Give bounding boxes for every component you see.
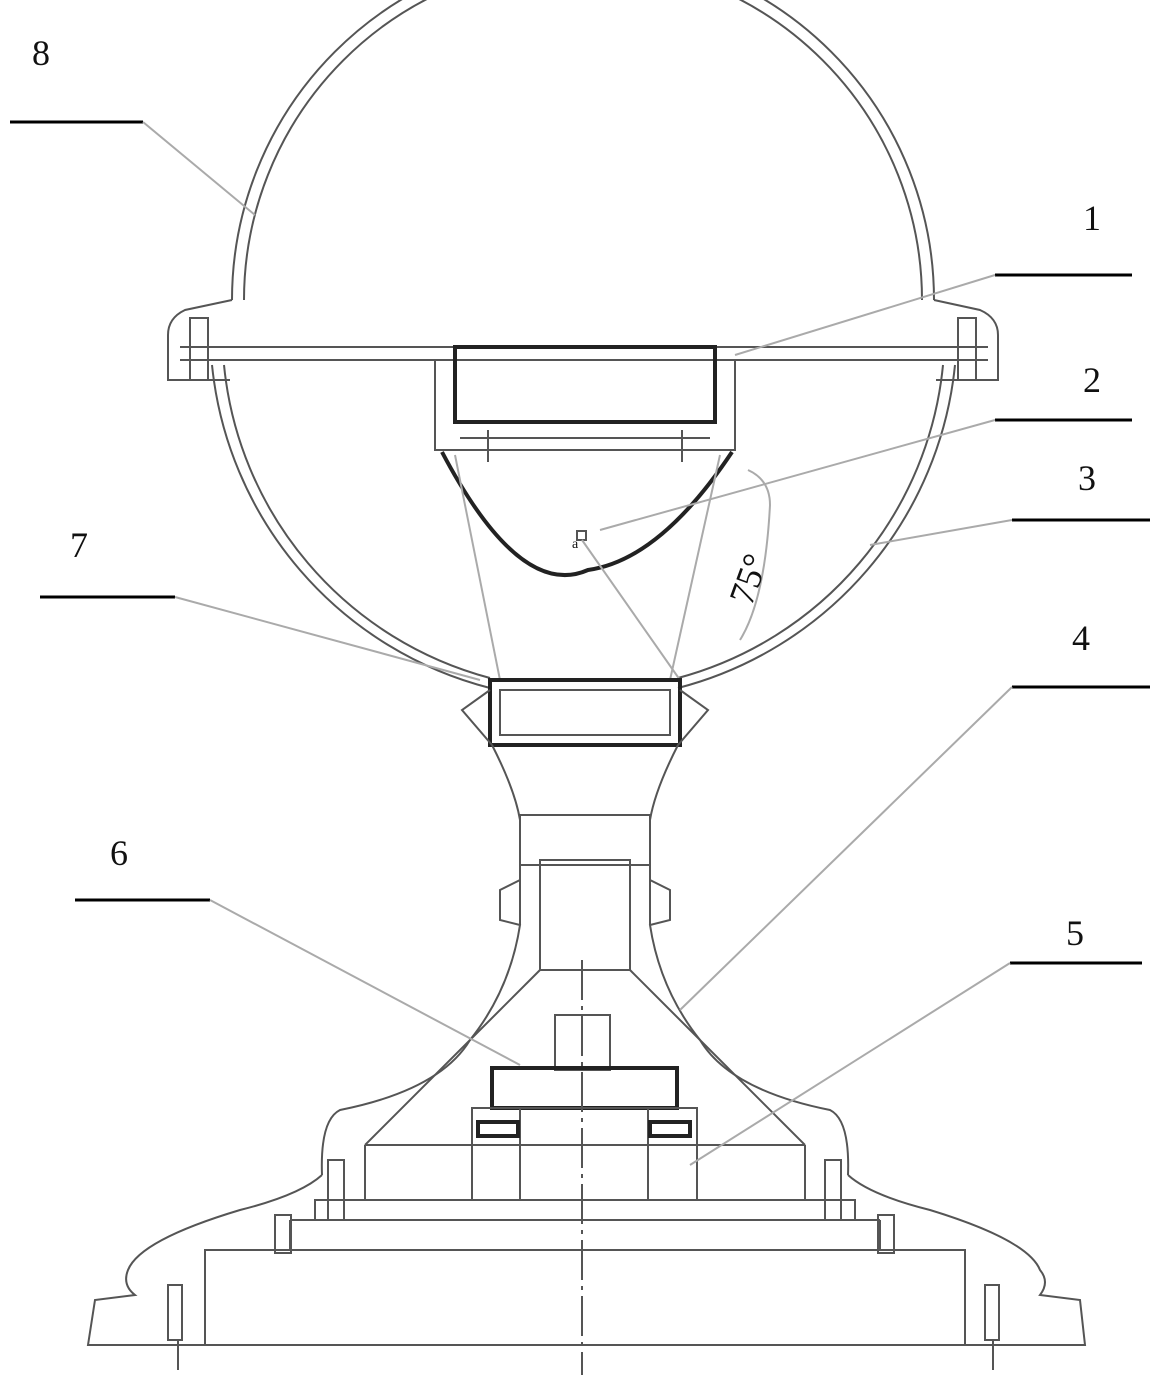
svg-text:7: 7 [70, 525, 88, 565]
svg-text:4: 4 [1072, 618, 1090, 658]
outer-base [88, 1160, 1085, 1370]
base-plate [315, 1200, 855, 1220]
light-rays [455, 455, 770, 680]
svg-text:3: 3 [1078, 458, 1096, 498]
angle-label: 75° [721, 549, 776, 610]
base-cone [365, 970, 805, 1200]
point-a-marker [577, 531, 586, 540]
point-a-label: a [572, 537, 579, 552]
callout-2: 2 [600, 360, 1132, 530]
sensor-cup [435, 347, 735, 462]
svg-text:8: 8 [32, 33, 50, 73]
callout-8: 8 [10, 33, 255, 215]
drive-unit [472, 1015, 697, 1200]
svg-text:6: 6 [110, 833, 128, 873]
svg-text:1: 1 [1083, 198, 1101, 238]
callout-7: 7 [40, 525, 480, 680]
sphere-housing [212, 0, 955, 688]
callout-5: 5 [690, 913, 1142, 1165]
svg-text:5: 5 [1066, 913, 1084, 953]
svg-text:2: 2 [1083, 360, 1101, 400]
neck-window [462, 680, 708, 745]
callout-3: 3 [870, 458, 1150, 545]
callout-6: 6 [75, 833, 520, 1065]
bowl-reflector [442, 452, 732, 575]
